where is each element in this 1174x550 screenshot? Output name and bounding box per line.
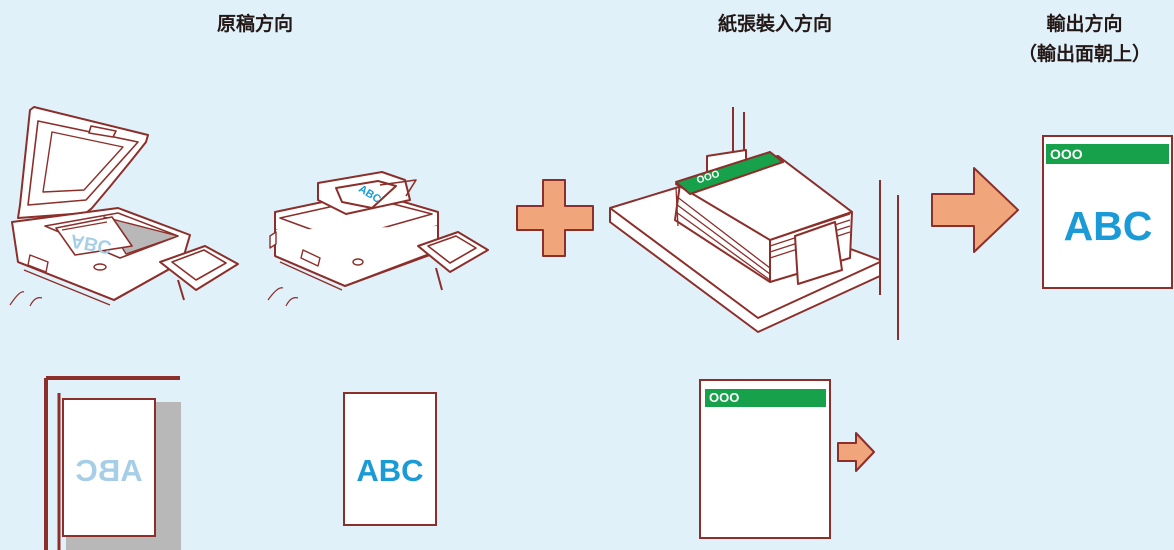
glass-original-text: ABC: [75, 453, 142, 488]
paper-tray-icon: [609, 107, 899, 340]
feed-direction-arrow-icon: [837, 432, 875, 472]
output-orientation-heading: 輸出方向 （輸出面朝上）: [995, 9, 1174, 69]
loaded-paper-header-bar: [705, 389, 826, 407]
output-page-text: ABC: [1064, 203, 1153, 249]
output-page-header-bar: [1046, 144, 1169, 164]
adf-original-page: ABC: [343, 392, 437, 526]
scanner-adf-icon: [267, 171, 489, 307]
glass-placement-view: ABC: [44, 376, 181, 550]
output-page-header-text: OOO: [1050, 146, 1083, 162]
scanner-flatbed-icon: [9, 106, 239, 307]
output-orientation-line2: （輸出面朝上）: [1017, 43, 1151, 65]
arrow-right-icon: [931, 167, 1019, 253]
glass-original-page: [62, 398, 156, 537]
plus-icon: [516, 179, 594, 257]
adf-original-text: ABC: [356, 453, 423, 488]
loaded-paper-page: OOO: [699, 379, 831, 539]
output-page: OOO ABC: [1042, 135, 1173, 289]
original-orientation-heading: 原稿方向: [216, 13, 293, 35]
paper-loading-orientation-heading: 紙張裝入方向: [717, 13, 832, 35]
output-orientation-line1: 輸出方向: [1046, 13, 1123, 35]
loaded-paper-header-text: OOO: [709, 390, 739, 405]
